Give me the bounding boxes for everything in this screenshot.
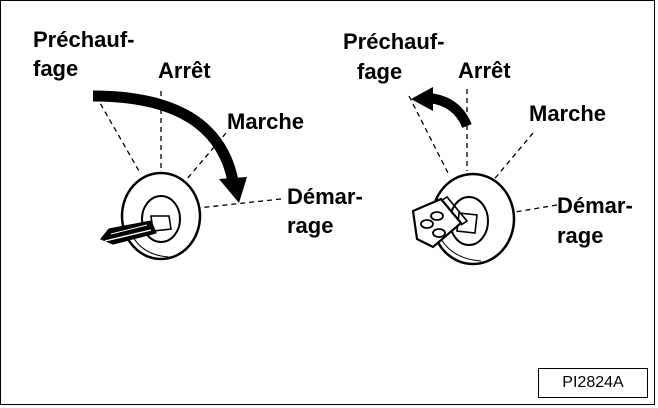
right-label-off: Arrêt: [458, 58, 511, 83]
right-label-start-line2: rage: [557, 223, 603, 248]
right-label-start-line1: Démar-: [557, 193, 633, 218]
right-key-hole-3: [432, 228, 446, 238]
left-label-preheat-line2: fage: [33, 56, 78, 81]
left-preheat-position-line: [95, 95, 140, 172]
right-start-position-line: [508, 204, 558, 214]
right-return-arrowhead: [411, 87, 433, 111]
figure-id-text: PI2824A: [562, 374, 624, 391]
right-switch-group: Préchauf- fage Arrêt Marche Démar- rage: [343, 29, 633, 266]
left-label-on: Marche: [227, 109, 304, 134]
right-key: [411, 195, 478, 249]
right-on-position-line: [485, 132, 534, 190]
right-return-arrow-shaft: [428, 93, 472, 129]
left-key-head-edge: [110, 224, 148, 235]
left-switch-group: Préchauf- fage Arrêt Marche Démar- rage: [33, 27, 363, 261]
left-label-off: Arrêt: [158, 58, 211, 83]
left-key: [100, 215, 172, 245]
figure-id-box: PI2824A: [538, 368, 648, 398]
right-key-head: [411, 197, 463, 249]
left-rotation-arrow-shaft: [92, 90, 239, 183]
right-key-head-edge: [440, 195, 469, 226]
left-start-position-line: [197, 198, 282, 209]
left-label-preheat-line1: Préchauf-: [33, 27, 134, 52]
right-key-hole-1: [420, 219, 434, 229]
right-lock-ring-shading: [440, 238, 482, 262]
left-rotation-arrowhead: [219, 177, 247, 203]
right-label-on: Marche: [529, 101, 606, 126]
left-key-head-highlight: [104, 229, 152, 242]
right-label-preheat-line2: fage: [357, 59, 402, 84]
left-label-start-line1: Démar-: [287, 184, 363, 209]
right-key-hole-2: [430, 211, 444, 221]
right-label-preheat-line1: Préchauf-: [343, 29, 444, 54]
left-label-start-line2: rage: [287, 213, 333, 238]
